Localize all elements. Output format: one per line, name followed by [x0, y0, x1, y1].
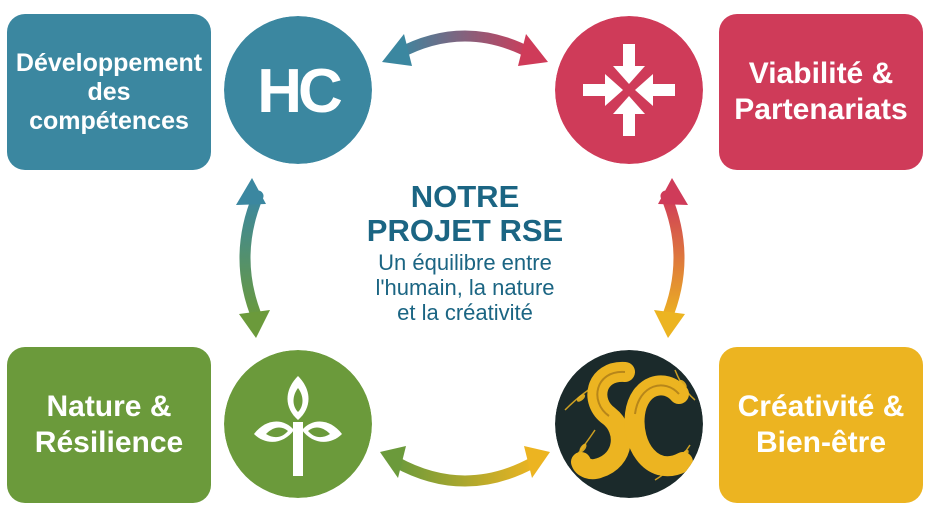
- center-subtitle-line2: l'humain, la nature: [375, 275, 555, 300]
- hc-logo-text: HC: [257, 57, 342, 126]
- box-creativite-line1: Créativité &: [737, 390, 905, 423]
- right-double-arrow: [654, 178, 688, 338]
- box-nature-line1: Nature &: [46, 390, 172, 423]
- top-double-arrow: [382, 30, 548, 66]
- center-title: NOTRE PROJET RSE: [330, 180, 600, 248]
- box-viabilite-line1: Viabilité &: [748, 57, 894, 90]
- creativity-circle: [555, 350, 703, 498]
- center-title-line1: NOTRE: [410, 179, 520, 214]
- bottom-double-arrow: [380, 446, 550, 487]
- converging-arrows-icon: [555, 16, 703, 164]
- sc-monogram-icon: [555, 350, 703, 498]
- hc-logo-icon: HC: [224, 16, 372, 164]
- box-nature-line2: Résilience: [34, 426, 184, 459]
- box-creativite-line2: Bien-être: [755, 426, 887, 459]
- box-developpement-line3: compétences: [29, 106, 189, 135]
- three-leaf-plant-icon: [224, 350, 372, 498]
- center-text-block: NOTRE PROJET RSE Un équilibre entre l'hu…: [330, 180, 600, 326]
- box-developpement-line2: des: [87, 77, 131, 106]
- center-subtitle-line1: Un équilibre entre: [378, 250, 552, 275]
- hc-logo-circle: HC: [224, 16, 372, 164]
- box-nature-resilience: Nature & Résilience: [7, 347, 211, 503]
- box-creativite-bien-etre: Créativité & Bien-être: [719, 347, 923, 503]
- box-developpement-competences: Développement des compétences: [7, 14, 211, 170]
- center-subtitle: Un équilibre entre l'humain, la nature e…: [330, 250, 600, 325]
- left-double-arrow: [236, 178, 270, 338]
- box-developpement-line1: Développement: [15, 48, 203, 77]
- box-viabilite-partenariats: Viabilité & Partenariats: [719, 14, 923, 170]
- center-subtitle-line3: et la créativité: [397, 300, 533, 325]
- nature-circle: [224, 350, 372, 498]
- box-viabilite-line2: Partenariats: [734, 93, 908, 126]
- center-title-line2: PROJET RSE: [366, 213, 564, 248]
- viability-circle: [555, 16, 703, 164]
